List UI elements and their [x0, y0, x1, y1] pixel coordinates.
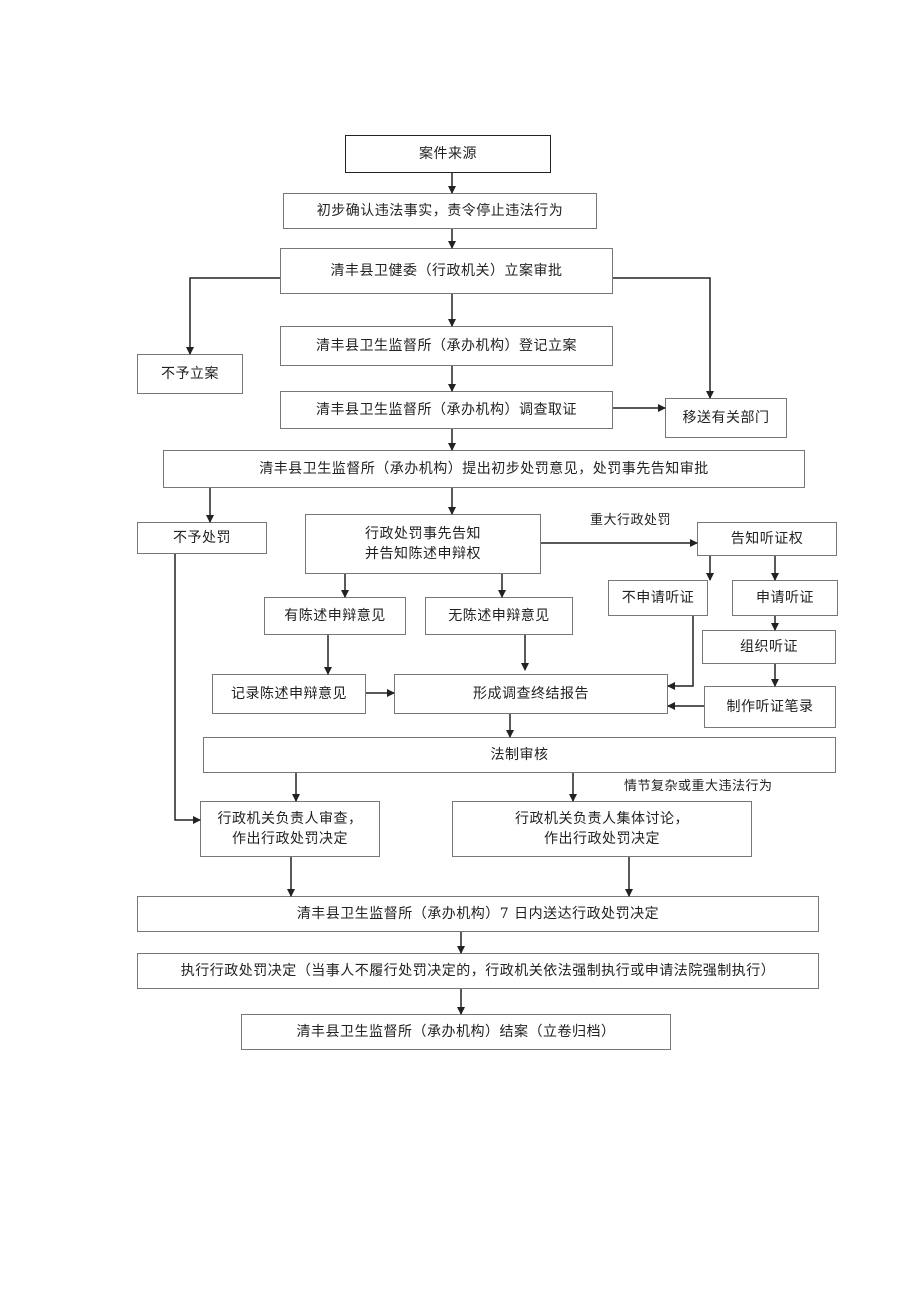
node-register: 清丰县卫生监督所（承办机构）登记立案	[280, 326, 613, 366]
node-collective-discussion: 行政机关负责人集体讨论， 作出行政处罚决定	[452, 801, 752, 857]
node-hearing-record: 制作听证笔录	[704, 686, 836, 728]
node-final-report: 形成调查终结报告	[394, 674, 668, 714]
node-no-case: 不予立案	[137, 354, 243, 394]
node-register-text: 清丰县卫生监督所（承办机构）登记立案	[316, 338, 577, 354]
arrow-approval-to-transfer	[613, 277, 714, 399]
node-hearing-right: 告知听证权	[697, 522, 837, 556]
node-case-source-text: 案件来源	[419, 146, 477, 162]
node-organize-hearing-text: 组织听证	[740, 639, 798, 655]
node-close-case-text: 清丰县卫生监督所（承办机构）结案（立卷归档）	[296, 1024, 616, 1040]
node-advance-notice-line1: 行政处罚事先告知	[365, 526, 481, 542]
node-investigate-text: 清丰县卫生监督所（承办机构）调查取证	[316, 402, 577, 418]
arrow-no-penalty-to-head-review	[174, 554, 201, 824]
node-head-review-line1: 行政机关负责人审查，	[217, 811, 363, 827]
node-investigate: 清丰县卫生监督所（承办机构）调查取证	[280, 391, 613, 429]
node-record-statement-text: 记录陈述申辩意见	[231, 686, 347, 702]
node-hearing-apply: 申请听证	[732, 580, 838, 616]
label-complex-violation: 情节复杂或重大违法行为	[624, 779, 773, 794]
node-execute-decision: 执行行政处罚决定（当事人不履行处罚决定的，行政机关依法强制执行或申请法院强制执行…	[137, 953, 819, 989]
node-collective-discussion-line1: 行政机关负责人集体讨论，	[515, 811, 689, 827]
node-penalty-opinion: 清丰县卫生监督所（承办机构）提出初步处罚意见，处罚事先告知审批	[163, 450, 805, 488]
node-hearing-apply-text: 申请听证	[756, 590, 814, 606]
node-case-approval-text: 清丰县卫健委（行政机关）立案审批	[330, 263, 563, 279]
node-no-penalty: 不予处罚	[137, 522, 267, 554]
node-organize-hearing: 组织听证	[702, 630, 836, 664]
node-collective-discussion-line2: 作出行政处罚决定	[544, 831, 660, 847]
node-penalty-opinion-text: 清丰县卫生监督所（承办机构）提出初步处罚意见，处罚事先告知审批	[259, 461, 709, 477]
node-legal-review-text: 法制审核	[490, 747, 549, 763]
node-head-review: 行政机关负责人审查， 作出行政处罚决定	[200, 801, 380, 857]
node-deliver-decision-text: 清丰县卫生监督所（承办机构）7 日内送达行政处罚决定	[296, 906, 660, 922]
node-hearing-record-text: 制作听证笔录	[726, 699, 814, 715]
node-transfer-text: 移送有关部门	[682, 410, 770, 426]
node-case-source: 案件来源	[345, 135, 551, 173]
node-deliver-decision: 清丰县卫生监督所（承办机构）7 日内送达行政处罚决定	[137, 896, 819, 932]
node-has-statement-text: 有陈述申辩意见	[284, 608, 386, 624]
node-record-statement: 记录陈述申辩意见	[212, 674, 366, 714]
node-no-hearing-apply: 不申请听证	[608, 580, 708, 616]
node-preliminary-confirm: 初步确认违法事实，责令停止违法行为	[283, 193, 597, 229]
node-hearing-right-text: 告知听证权	[730, 531, 804, 547]
node-no-penalty-text: 不予处罚	[173, 530, 231, 546]
node-case-approval: 清丰县卫健委（行政机关）立案审批	[280, 248, 613, 294]
node-preliminary-confirm-text: 初步确认违法事实，责令停止违法行为	[316, 203, 564, 219]
node-no-hearing-apply-text: 不申请听证	[621, 590, 695, 606]
node-execute-decision-text: 执行行政处罚决定（当事人不履行处罚决定的，行政机关依法强制执行或申请法院强制执行…	[180, 963, 776, 979]
arrow-no-apply-to-report	[667, 616, 694, 690]
node-legal-review: 法制审核	[203, 737, 836, 773]
node-advance-notice-line2: 并告知陈述申辩权	[365, 546, 481, 562]
node-no-case-text: 不予立案	[161, 366, 219, 382]
node-advance-notice: 行政处罚事先告知 并告知陈述申辩权	[305, 514, 541, 574]
node-final-report-text: 形成调查终结报告	[473, 686, 589, 702]
label-major-penalty: 重大行政处罚	[590, 513, 672, 528]
node-no-statement-text: 无陈述申辩意见	[448, 608, 550, 624]
node-transfer: 移送有关部门	[665, 398, 787, 438]
arrow-approval-to-no-case	[186, 277, 280, 355]
node-close-case: 清丰县卫生监督所（承办机构）结案（立卷归档）	[241, 1014, 671, 1050]
node-has-statement: 有陈述申辩意见	[264, 597, 406, 635]
node-head-review-line2: 作出行政处罚决定	[232, 831, 348, 847]
